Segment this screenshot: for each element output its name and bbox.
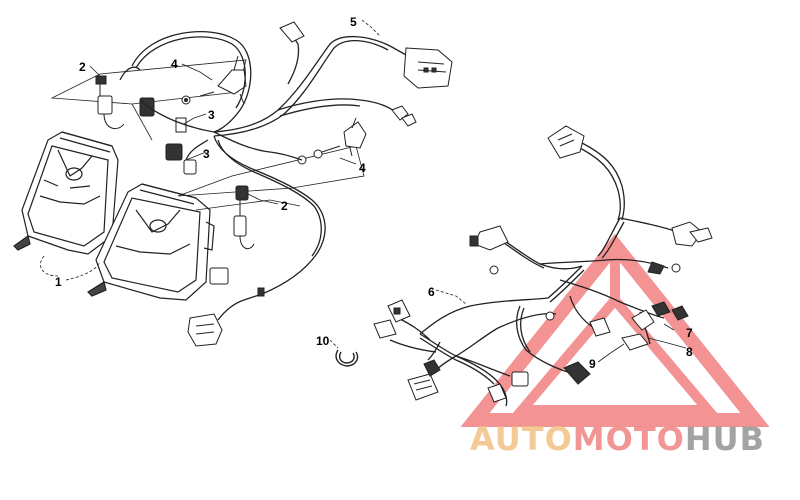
watermark-triangle-inner bbox=[511, 292, 719, 415]
clamp-ring bbox=[335, 349, 359, 367]
watermark-triangle-outer bbox=[460, 233, 770, 427]
callout-3-lower: 3 bbox=[203, 147, 210, 161]
callout-4-upper: 4 bbox=[171, 57, 178, 71]
main-harness bbox=[389, 141, 679, 407]
callout-4-lower: 4 bbox=[359, 161, 366, 175]
headlight-right bbox=[87, 183, 215, 301]
watermark-auto: AUTO bbox=[470, 420, 573, 458]
callout-7: 7 bbox=[686, 326, 693, 340]
callout-6: 6 bbox=[428, 285, 435, 299]
callout-1: 1 bbox=[55, 275, 62, 289]
callout-10: 10 bbox=[316, 334, 330, 348]
svg-text:AUTOMOTOHUB: AUTOMOTOHUB bbox=[470, 420, 765, 458]
harness-connectors bbox=[187, 21, 453, 347]
watermark-logo bbox=[460, 233, 770, 427]
leader-1 bbox=[40, 255, 101, 281]
callout-2-upper: 2 bbox=[79, 60, 86, 74]
leader-lines bbox=[89, 19, 687, 363]
headlight-harness bbox=[119, 30, 409, 321]
watermark-text: AUTOMOTOHUB bbox=[470, 420, 765, 458]
callout-8: 8 bbox=[686, 345, 693, 359]
callout-9: 9 bbox=[589, 357, 596, 371]
callout-2-lower: 2 bbox=[281, 199, 288, 213]
main-harness-connectors bbox=[373, 125, 713, 403]
callout-5: 5 bbox=[350, 15, 357, 29]
callout-3-upper: 3 bbox=[208, 108, 215, 122]
watermark-hub: HUB bbox=[685, 420, 765, 458]
callout-labels: 1 2 2 3 3 4 4 5 6 7 8 9 10 bbox=[55, 15, 693, 371]
headlight-left bbox=[13, 131, 119, 255]
watermark-moto: MOTO bbox=[573, 420, 685, 458]
bulb-socket-lower bbox=[165, 117, 367, 250]
